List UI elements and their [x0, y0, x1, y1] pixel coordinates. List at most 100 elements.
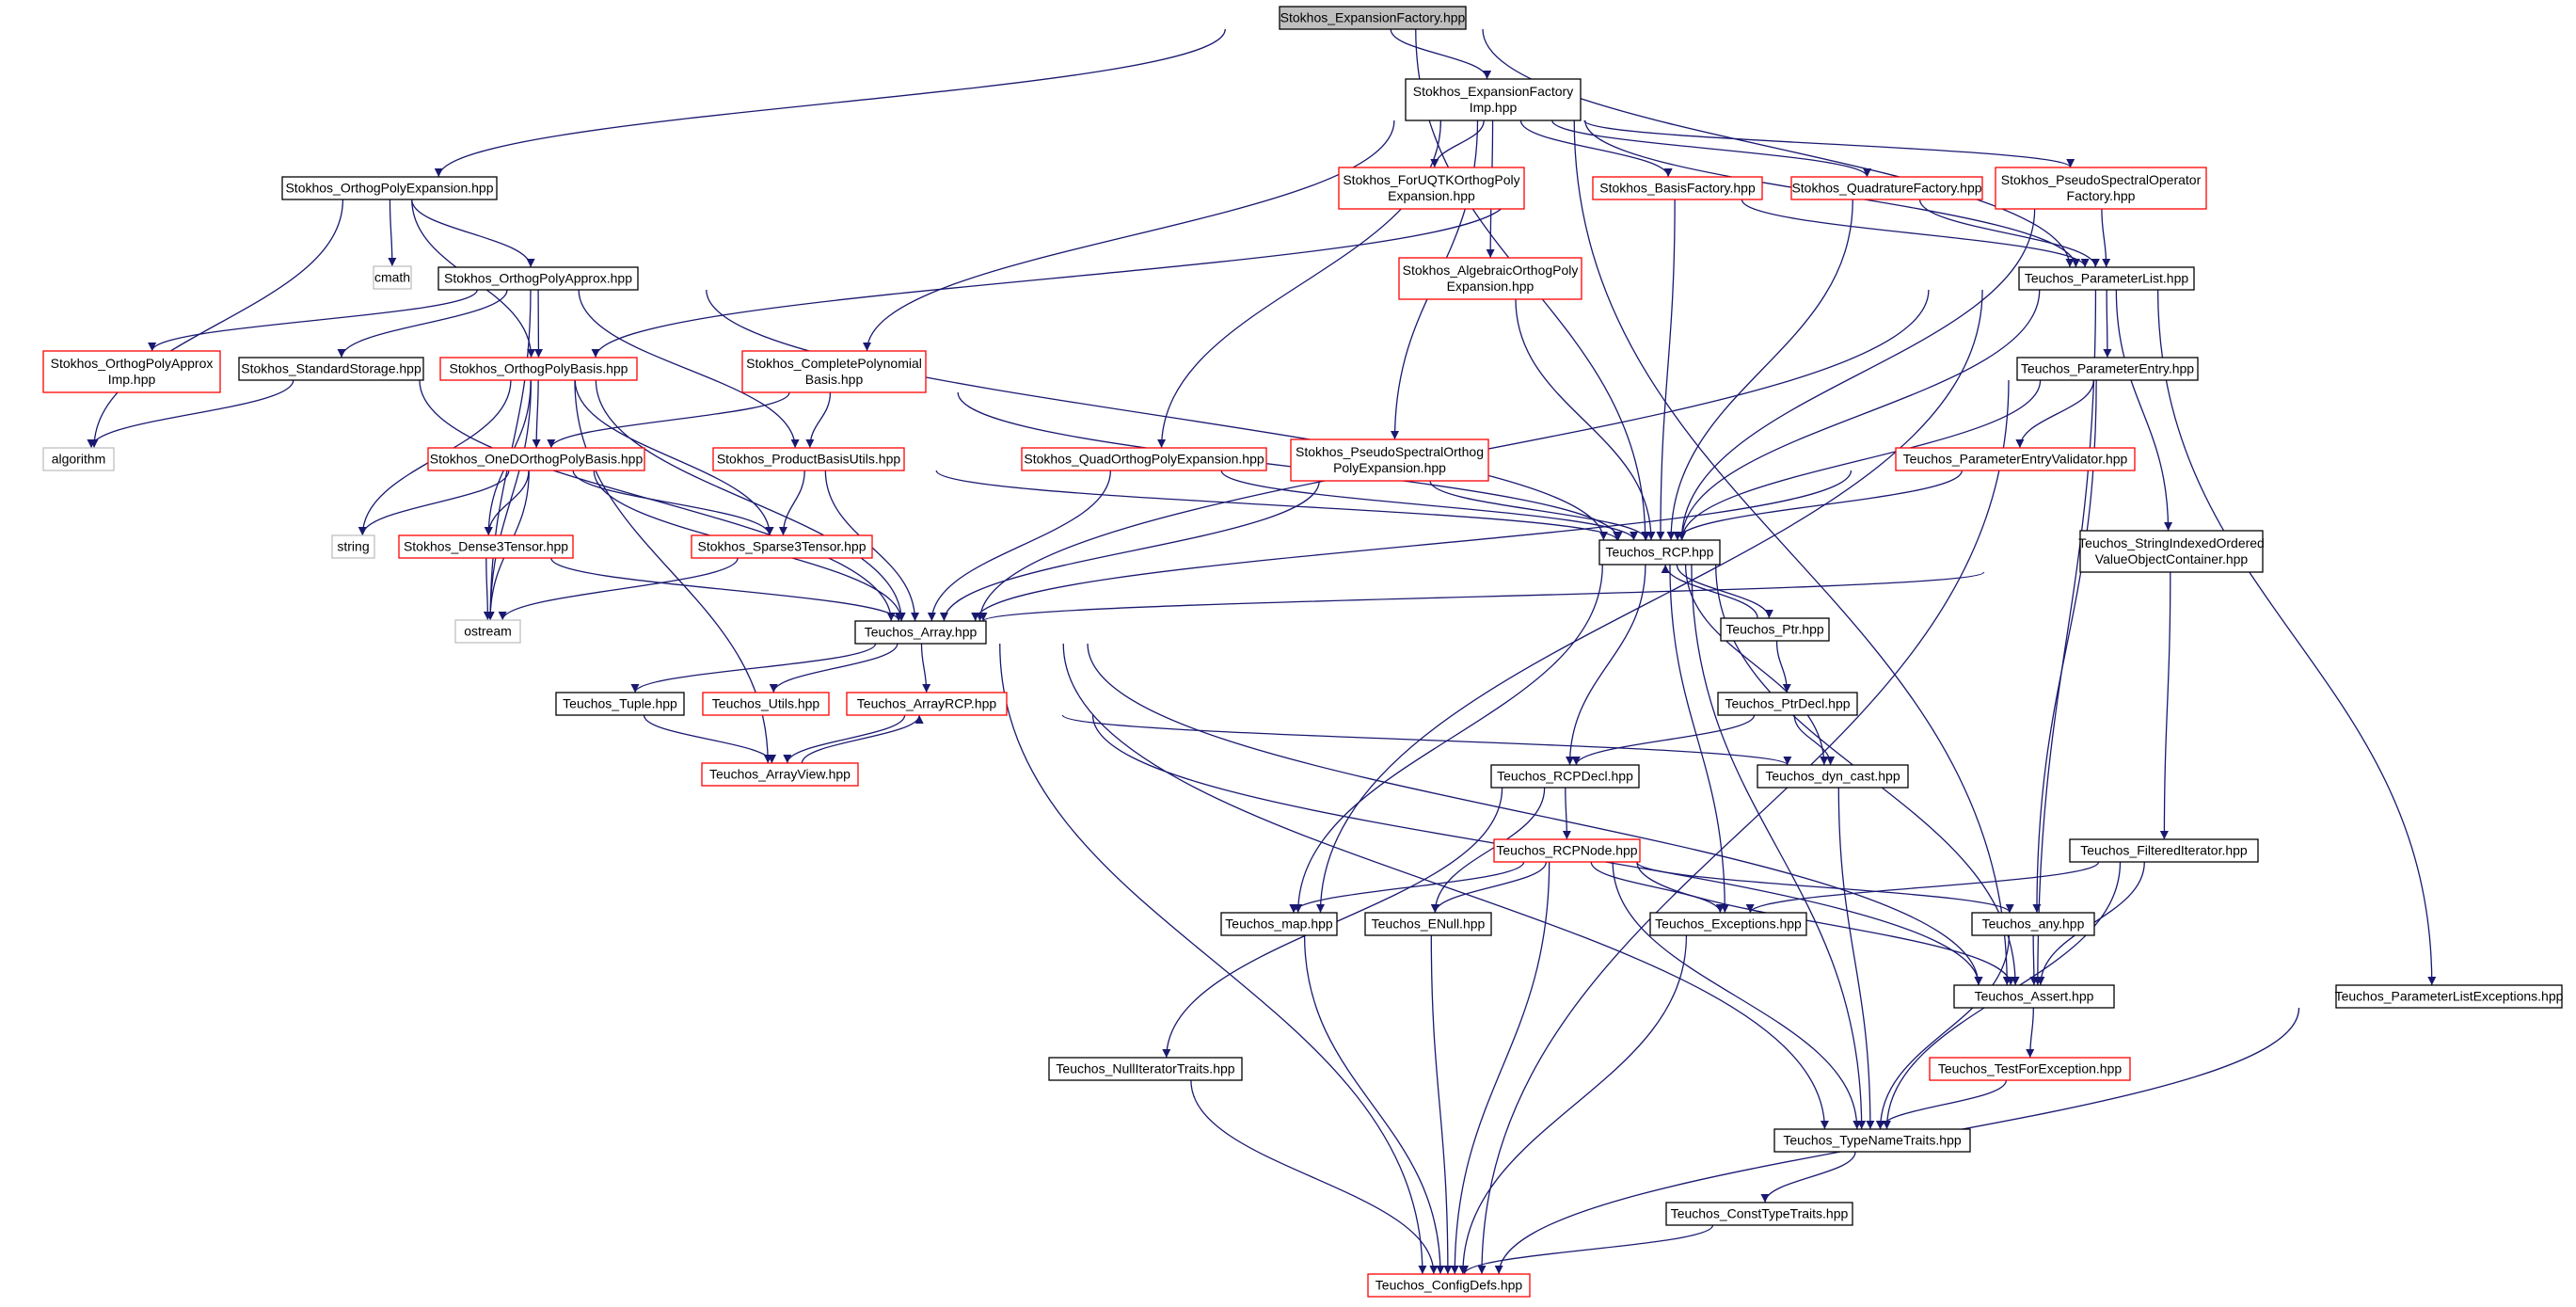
node-box: [1338, 167, 1525, 210]
node-box: [701, 762, 859, 787]
node-label: Teuchos_Exceptions.hpp: [1655, 916, 1802, 932]
node-label: Teuchos_Assert.hpp: [1975, 989, 2094, 1004]
node-typename[interactable]: Teuchos_TypeNameTraits.hpp: [1773, 1128, 1971, 1153]
node-sioc[interactable]: Teuchos_StringIndexedOrderedValueObjectC…: [2078, 530, 2265, 573]
node-arrayview[interactable]: Teuchos_ArrayView.hpp: [701, 762, 859, 787]
node-label: Teuchos_map.hpp: [1225, 916, 1333, 932]
node-rcpdecl[interactable]: Teuchos_RCPDecl.hpp: [1490, 764, 1640, 789]
edge-array-to-assert: [1087, 643, 1983, 986]
edge-nulliter-to-configdefs: [1190, 1079, 1439, 1275]
node-filtit[interactable]: Teuchos_FilteredIterator.hpp: [2069, 838, 2259, 863]
node-dense3[interactable]: Stokhos_Dense3Tensor.hpp: [398, 534, 574, 559]
node-any[interactable]: Teuchos_any.hpp: [1971, 912, 2095, 936]
node-label: Teuchos_Ptr.hpp: [1725, 622, 1824, 637]
node-label: Stokhos_ExpansionFactory: [1413, 84, 1573, 99]
edge-sparse3-to-ostream: [498, 557, 739, 621]
edge-pentry-to-pev: [2015, 379, 2094, 449]
node-label: Teuchos_Utils.hpp: [712, 696, 820, 711]
edge-layer: [87, 28, 2437, 1275]
edge-sioc-to-filtit: [2159, 571, 2171, 840]
node-opa[interactable]: Stokhos_OrthogPolyApprox.hpp: [437, 266, 639, 291]
node-dyncast[interactable]: Teuchos_dyn_cast.hpp: [1757, 764, 1909, 789]
node-exceptions[interactable]: Teuchos_Exceptions.hpp: [1649, 912, 1807, 936]
node-box: [691, 534, 873, 559]
node-psofac[interactable]: Stokhos_PseudoSpectralOperatorFactory.hp…: [1995, 167, 2207, 210]
node-box: [1220, 912, 1338, 936]
node-consttype[interactable]: Teuchos_ConstTypeTraits.hpp: [1665, 1202, 1853, 1226]
node-plist[interactable]: Teuchos_ParameterList.hpp: [2018, 266, 2195, 291]
node-ope[interactable]: Stokhos_OrthogPolyExpansion.hpp: [281, 176, 498, 200]
node-plexc[interactable]: Teuchos_ParameterListExceptions.hpp: [2335, 984, 2564, 1009]
edge-opbasis-to-ostream: [485, 379, 533, 621]
node-pbutils[interactable]: Stokhos_ProductBasisUtils.hpp: [712, 447, 905, 471]
edge-rcpnode-to-enull: [1430, 861, 1548, 914]
edge-sioc-to-array: [978, 571, 1985, 622]
node-pentry[interactable]: Teuchos_ParameterEntry.hpp: [2016, 357, 2199, 381]
edge-quadope-to-rcp: [1220, 470, 1638, 541]
node-label: Stokhos_OrthogPolyExpansion.hpp: [285, 181, 493, 196]
node-quadfac[interactable]: Stokhos_QuadratureFactory.hpp: [1790, 176, 1983, 200]
node-odopb[interactable]: Stokhos_OneDOrthogPolyBasis.hpp: [427, 447, 645, 471]
node-rcpnode[interactable]: Teuchos_RCPNode.hpp: [1493, 838, 1641, 863]
node-label: Teuchos_Tuple.hpp: [563, 696, 677, 711]
node-enull[interactable]: Teuchos_ENull.hpp: [1364, 912, 1492, 936]
node-label: Teuchos_ParameterEntryValidator.hpp: [1903, 452, 2128, 467]
node-rcp[interactable]: Teuchos_RCP.hpp: [1598, 539, 1721, 566]
node-assert[interactable]: Teuchos_Assert.hpp: [1953, 984, 2115, 1009]
node-map[interactable]: Teuchos_map.hpp: [1220, 912, 1338, 936]
edge-odopb-to-dense3: [484, 470, 530, 536]
node-tuple[interactable]: Teuchos_Tuple.hpp: [555, 692, 685, 716]
edge-efimp-to-cpbasis: [863, 120, 1395, 352]
node-label: Stokhos_Sparse3Tensor.hpp: [697, 539, 866, 554]
node-utils[interactable]: Teuchos_Utils.hpp: [702, 692, 830, 716]
edge-pbutils-to-rcp: [935, 470, 1622, 541]
edge-arrayview-to-arcp: [801, 714, 924, 764]
node-box: [1367, 1273, 1531, 1298]
edge-cpbasis-to-rcp: [957, 391, 1623, 541]
node-sparse3[interactable]: Stokhos_Sparse3Tensor.hpp: [691, 534, 873, 559]
edge-quadfac-to-rcp: [1666, 199, 1853, 541]
node-pev[interactable]: Teuchos_ParameterEntryValidator.hpp: [1895, 447, 2136, 471]
node-array[interactable]: Teuchos_Array.hpp: [854, 620, 987, 645]
node-configdefs[interactable]: Teuchos_ConfigDefs.hpp: [1367, 1273, 1531, 1298]
edge-ope-to-cmath: [388, 199, 397, 267]
node-arcp[interactable]: Teuchos_ArrayRCP.hpp: [846, 692, 1008, 716]
node-ptr[interactable]: Teuchos_Ptr.hpp: [1720, 617, 1830, 642]
node-box: [854, 620, 987, 645]
node-psope[interactable]: Stokhos_PseudoSpectralOrthogPolyExpansio…: [1290, 438, 1489, 482]
edge-ope-to-opa: [411, 199, 535, 268]
node-nulliter[interactable]: Teuchos_NullIteratorTraits.hpp: [1048, 1057, 1243, 1081]
node-label: Teuchos_StringIndexedOrdered: [2078, 535, 2265, 550]
node-box: [42, 447, 115, 471]
node-ptrdecl[interactable]: Teuchos_PtrDecl.hpp: [1717, 692, 1858, 716]
edge-odopb-to-sparse3: [572, 470, 774, 536]
edge-rcpnode-to-exceptions: [1590, 861, 1725, 914]
node-box: [1665, 1202, 1853, 1226]
node-string[interactable]: string: [331, 534, 375, 559]
node-label: string: [337, 539, 369, 554]
node-root[interactable]: Stokhos_ExpansionFactory.hpp: [1279, 6, 1467, 30]
node-box: [712, 447, 905, 471]
node-label: Stokhos_ExpansionFactory.hpp: [1280, 10, 1466, 25]
node-cmath[interactable]: cmath: [373, 265, 412, 290]
node-quadope[interactable]: Stokhos_QuadOrthogPolyExpansion.hpp: [1021, 447, 1267, 471]
node-testexc[interactable]: Teuchos_TestForException.hpp: [1929, 1057, 2131, 1081]
node-ostream[interactable]: ostream: [454, 619, 521, 644]
node-basisfac[interactable]: Stokhos_BasisFactory.hpp: [1592, 176, 1763, 200]
node-box: [1592, 176, 1763, 200]
node-opbasis[interactable]: Stokhos_OrthogPolyBasis.hpp: [439, 357, 638, 381]
edge-rcpnode-to-any: [1636, 861, 2014, 914]
node-stdstore[interactable]: Stokhos_StandardStorage.hpp: [238, 357, 424, 381]
node-algorithm[interactable]: algorithm: [42, 447, 115, 471]
node-box: [373, 265, 412, 290]
edge-plist-to-plexc: [2156, 289, 2437, 986]
edge-rcpnode-to-assert: [1636, 861, 2015, 986]
node-label: Stokhos_OrthogPolyApprox: [51, 356, 214, 371]
edge-ptr-to-ptrdecl: [1775, 640, 1791, 693]
node-label: Teuchos_RCP.hpp: [1606, 545, 1714, 560]
